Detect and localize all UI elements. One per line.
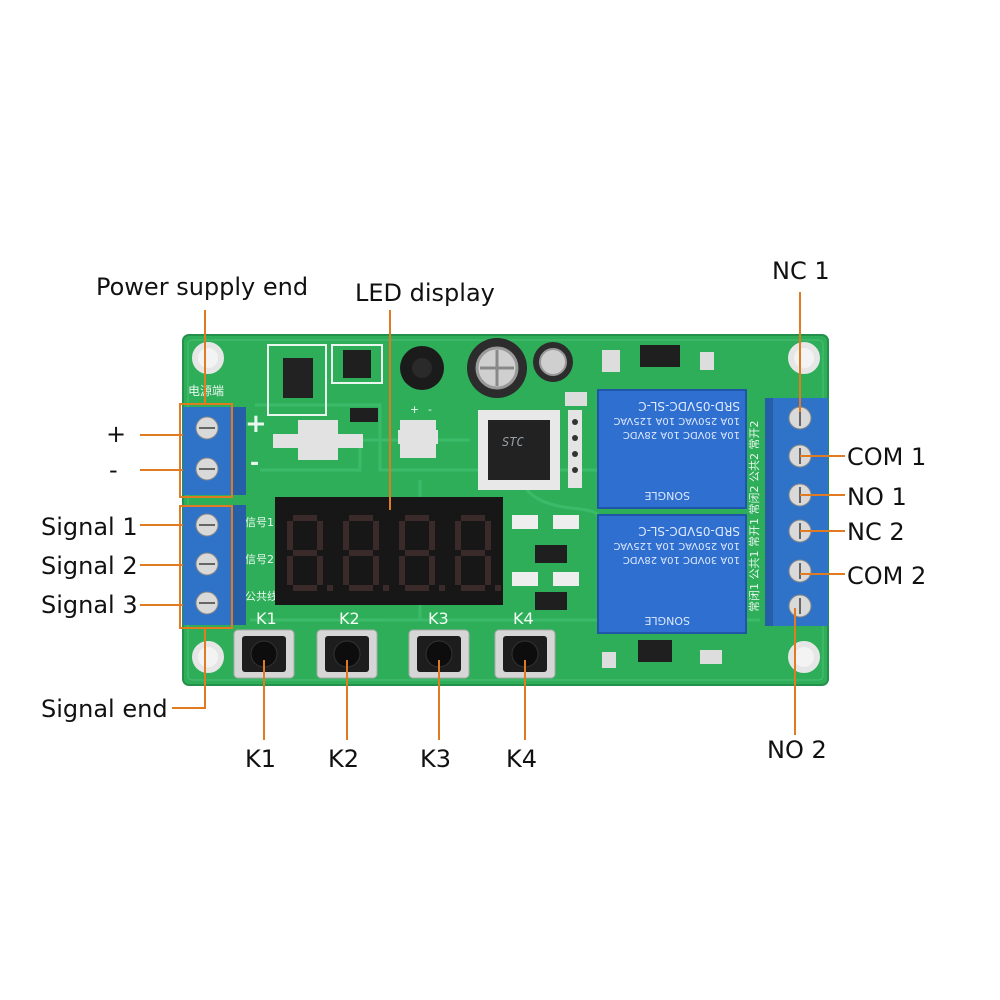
led-digits bbox=[287, 515, 501, 591]
svg-text:10A 30VDC 10A 28VDC: 10A 30VDC 10A 28VDC bbox=[623, 554, 740, 565]
relay-1: SRD-05VDC-SL-C 10A 250VAC 10A 125VAC 10A… bbox=[597, 389, 747, 509]
label-k3: K3 bbox=[420, 745, 452, 773]
label-minus: - bbox=[109, 456, 118, 484]
label-plus: + bbox=[106, 420, 127, 448]
board-label-k2: K2 bbox=[339, 609, 360, 628]
svg-text:SRD-05VDC-SL-C: SRD-05VDC-SL-C bbox=[638, 524, 740, 538]
label-signal-end: Signal end bbox=[41, 695, 168, 723]
silk-power-cn: 电源端 bbox=[188, 384, 224, 398]
push-button-k3 bbox=[408, 629, 470, 679]
svg-text:+: + bbox=[410, 403, 419, 416]
label-signal-3: Signal 3 bbox=[41, 591, 138, 619]
power-terminal bbox=[179, 403, 246, 498]
svg-text:SRD-05VDC-SL-C: SRD-05VDC-SL-C bbox=[638, 399, 740, 413]
label-k4: K4 bbox=[506, 745, 538, 773]
leader-lines bbox=[140, 292, 845, 740]
svg-text:STC: STC bbox=[502, 435, 524, 449]
capacitor-large bbox=[467, 338, 527, 398]
silk-minus: - bbox=[250, 451, 259, 476]
label-com-1: COM 1 bbox=[847, 443, 927, 471]
pads: + - bbox=[273, 403, 438, 460]
svg-text:-: - bbox=[428, 403, 432, 416]
signal-terminal bbox=[179, 505, 246, 629]
board-label-k3: K3 bbox=[428, 609, 449, 628]
led-display bbox=[275, 497, 503, 605]
silk-sig2-cn: 信号2 bbox=[245, 553, 274, 566]
svg-text:10A 30VDC 10A 28VDC: 10A 30VDC 10A 28VDC bbox=[623, 429, 740, 440]
svg-text:SONGLE: SONGLE bbox=[644, 614, 690, 627]
silk-common-cn: 公共线 bbox=[245, 589, 278, 603]
label-no-1: NO 1 bbox=[847, 483, 907, 511]
push-button-k1 bbox=[233, 629, 295, 679]
svg-text:SONGLE: SONGLE bbox=[644, 489, 690, 502]
label-power-supply-end: Power supply end bbox=[96, 273, 309, 301]
label-led-display: LED display bbox=[355, 279, 495, 307]
inductor bbox=[400, 346, 444, 390]
led-digit-3 bbox=[399, 515, 445, 591]
label-no-2: NO 2 bbox=[767, 736, 827, 764]
silk-plus: + bbox=[245, 409, 267, 439]
label-signal-1: Signal 1 bbox=[41, 513, 138, 541]
label-com-2: COM 2 bbox=[847, 562, 927, 590]
led-digit-1 bbox=[287, 515, 333, 591]
push-button-k4 bbox=[494, 629, 556, 679]
mounting-hole-bottom-left bbox=[192, 641, 224, 673]
mounting-holes bbox=[192, 342, 820, 673]
led-digit-4 bbox=[455, 515, 501, 591]
board-label-k1: K1 bbox=[256, 609, 277, 628]
label-signal-2: Signal 2 bbox=[41, 552, 138, 580]
silk-relay-side-cn: 常闭1 公共1 常开1 常闭2 公共2 常开2 bbox=[748, 421, 761, 612]
label-k2: K2 bbox=[328, 745, 360, 773]
label-nc-2: NC 2 bbox=[847, 518, 905, 546]
relay-screw-no2 bbox=[788, 594, 812, 618]
push-button-k2 bbox=[316, 629, 378, 679]
push-buttons bbox=[233, 629, 556, 679]
relay-2: SRD-05VDC-SL-C 10A 250VAC 10A 125VAC 10A… bbox=[597, 514, 747, 634]
led-digit-2 bbox=[343, 515, 389, 591]
svg-text:10A 250VAC 10A 125VAC: 10A 250VAC 10A 125VAC bbox=[613, 415, 740, 426]
mounting-hole-top-right bbox=[788, 342, 820, 374]
label-nc-1: NC 1 bbox=[772, 257, 830, 285]
mcu-chip: STC bbox=[478, 410, 560, 490]
leader-signal-end bbox=[172, 628, 206, 709]
relay-terminal bbox=[765, 398, 828, 626]
mounting-hole-top-left bbox=[192, 342, 224, 374]
mounting-hole-bottom-right bbox=[788, 641, 820, 673]
board-label-k4: K4 bbox=[513, 609, 534, 628]
svg-text:10A 250VAC 10A 125VAC: 10A 250VAC 10A 125VAC bbox=[613, 540, 740, 551]
smd-components bbox=[267, 344, 722, 668]
relay-screw-com2 bbox=[788, 559, 812, 583]
silk-sig1-cn: 信号1 bbox=[245, 516, 274, 529]
label-k1: K1 bbox=[245, 745, 277, 773]
capacitor-small bbox=[533, 342, 573, 382]
